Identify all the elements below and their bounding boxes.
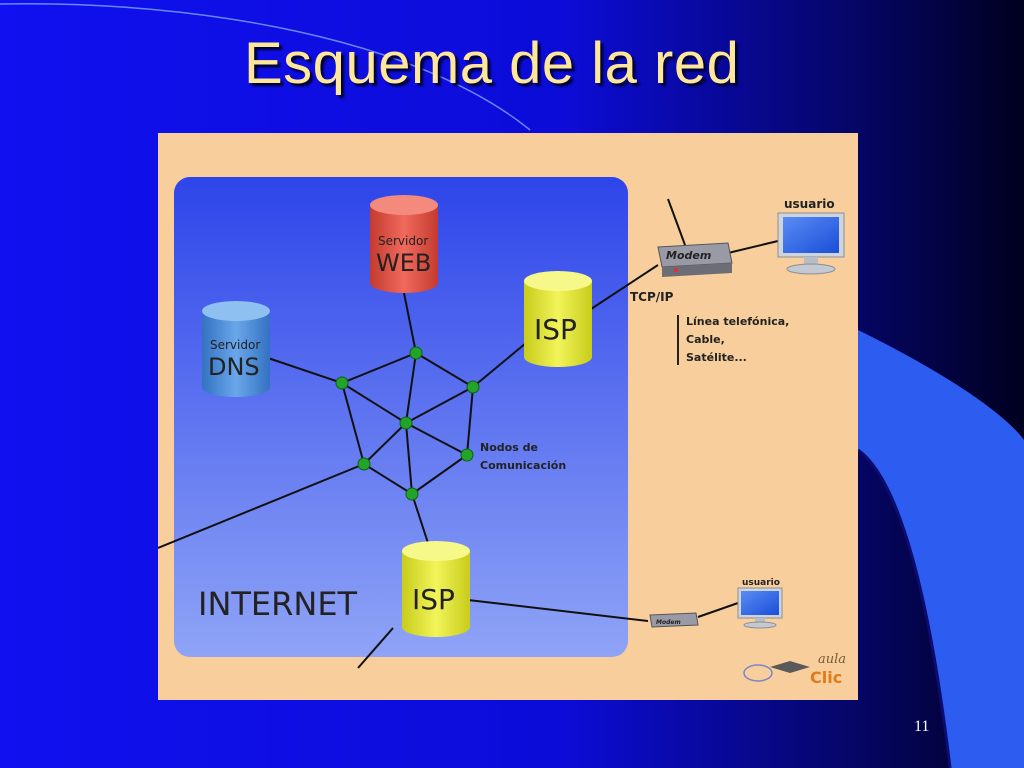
network-node (335, 376, 349, 390)
network-node (405, 487, 419, 501)
network-diagram-svg: Servidor WEB Servidor DNS ISP ISP INTERN… (158, 177, 846, 687)
nodes-label-2: Comunicación (480, 459, 566, 472)
network-node (409, 346, 423, 360)
network-links (158, 198, 779, 669)
slide-title: Esquema de la red (244, 31, 740, 96)
modem-bottom: Modem (649, 612, 699, 628)
network-node (357, 457, 371, 471)
background-blue-shape (858, 330, 1024, 768)
internet-label: INTERNET (198, 585, 358, 623)
dns-server-label-1: Servidor (210, 338, 260, 352)
modem-bottom-label: Modem (656, 619, 681, 626)
network-node (460, 448, 474, 462)
communication-nodes (335, 346, 480, 501)
isp-bottom: ISP (402, 541, 470, 637)
dns-server: Servidor DNS (202, 301, 270, 397)
internet-area (174, 177, 628, 657)
user-bottom-label: usuario (742, 578, 780, 588)
modem-top-label: Modem (666, 249, 711, 262)
web-server-label-2: WEB (376, 249, 431, 277)
user-top-label: usuario (784, 197, 835, 211)
user-computer-bottom: usuario (737, 578, 783, 629)
nodes-label-1: Nodos de (480, 441, 538, 454)
web-server-label-1: Servidor (378, 234, 428, 248)
dns-server-label-2: DNS (208, 353, 260, 381)
logo-text-1: aula (818, 652, 846, 667)
connection-type-2: Cable, (686, 333, 725, 346)
background-curve-edge (857, 448, 952, 768)
isp-bottom-label: ISP (412, 583, 455, 616)
logo-text-2: Clic (810, 668, 842, 687)
network-node (399, 416, 413, 430)
background-curve (0, 2, 531, 131)
web-server: Servidor WEB (370, 195, 438, 293)
logo-graduation-cap-icon (770, 661, 810, 673)
aulaclic-logo: aula Clic (743, 652, 846, 687)
connection-type-3: Satélite... (686, 351, 747, 364)
protocol-label: TCP/IP (630, 290, 674, 304)
logo-mouse-icon (743, 664, 773, 682)
network-node (466, 380, 480, 394)
page-number: 11 (914, 718, 930, 735)
isp-top: ISP (524, 271, 592, 367)
connection-type-1: Línea telefónica, (686, 315, 789, 328)
network-diagram: Servidor WEB Servidor DNS ISP ISP INTERN… (158, 133, 858, 700)
modem-top: Modem (657, 242, 733, 277)
isp-top-label: ISP (534, 313, 577, 346)
user-computer-top: usuario (777, 197, 845, 275)
